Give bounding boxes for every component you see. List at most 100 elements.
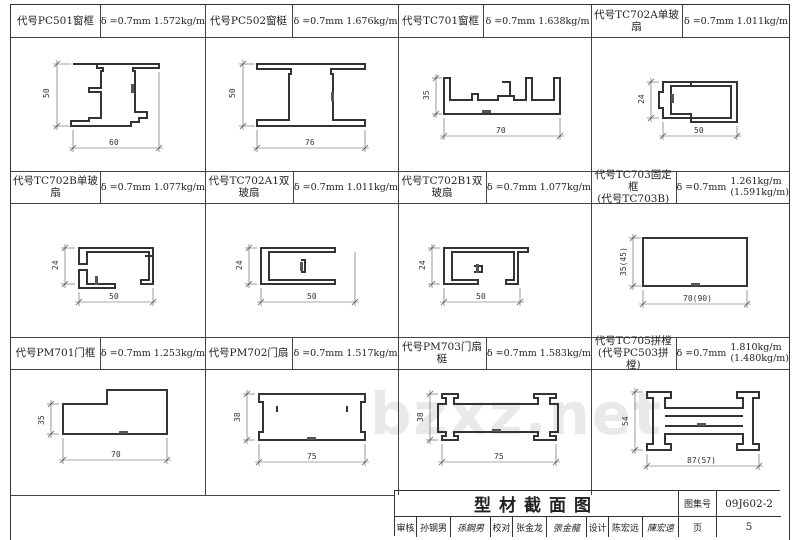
profile-spec: δ =0.7mm 1.011kg/m — [683, 15, 789, 27]
dim-width: 60 — [109, 138, 119, 147]
profile-spec: δ =0.7mm 1.253kg/m — [100, 347, 205, 359]
profile-code: 代号TC705拼樘 (代号PC503拼樘) — [591, 335, 677, 371]
dim-width: 50 — [109, 292, 119, 301]
profile-spec: δ =0.7mm 1.011kg/m — [293, 181, 398, 193]
review-label: 审核 — [395, 517, 417, 537]
grid-line — [11, 337, 789, 338]
profile-cell-tc703: 代号TC703固定框 (代号TC703B) δ =0.7mm 1.261kg/m… — [591, 169, 789, 337]
profile-spec-weight: 1.261kg/m — [730, 176, 782, 187]
profile-spec-weight-alt: (1.591kg/m) — [730, 187, 789, 198]
profile-code: 代号TC702A单玻扇 — [591, 5, 683, 37]
profile-code: 代号PC501窗框 — [11, 5, 101, 37]
profile-code: 代号PC502窗梃 — [205, 5, 293, 37]
dim-width: 50 — [694, 126, 704, 135]
profile-spec: δ =0.7mm 1.638kg/m — [485, 15, 590, 27]
dim-height: 35 — [37, 415, 46, 425]
review-signature: 孫鋼男 — [451, 517, 491, 537]
drawing-sheet: 代号PC501窗框 δ =0.7mm 1.572kg/m 50 60 代号PC5… — [10, 4, 790, 540]
design-label: 设计 — [587, 517, 609, 537]
dim-width: 75 — [307, 452, 317, 461]
profile-drawing: 24 50 — [418, 244, 529, 306]
profile-code-main: 代号TC703固定框 — [594, 169, 672, 193]
dim-height: 50 — [228, 88, 237, 98]
profile-cell-tc702b: 代号TC702B单玻扇 δ =0.7mm 1.077kg/m 24 50 — [11, 171, 205, 337]
cell-header: 代号PM701门框 δ =0.7mm 1.253kg/m — [11, 337, 205, 370]
check-signature: 張金龍 — [547, 517, 587, 537]
profile-code-alt: (代号PC503拼樘) — [597, 347, 669, 371]
profile-cell-pc502: 代号PC502窗梃 δ =0.7mm 1.676kg/m 50 76 — [205, 5, 398, 171]
profile-cell-pm703: 代号PM703门扇梃 δ =0.7mm 1.583kg/m 38 75 — [398, 337, 591, 495]
profile-drawing: 35 70 — [422, 74, 564, 140]
profile-code: 代号TC703固定框 (代号TC703B) — [591, 169, 677, 205]
profile-spec-thickness: δ =0.7mm — [676, 181, 727, 193]
profile-code: 代号PM703门扇梃 — [398, 337, 487, 369]
profile-drawing: 35 70 — [37, 389, 171, 464]
profile-cell-tc702a1: 代号TC702A1双玻扇 δ =0.7mm 1.011kg/m 24 50 — [205, 171, 398, 337]
profile-spec: δ =0.7mm 1.572kg/m — [100, 15, 205, 27]
dim-height: 50 — [42, 88, 51, 98]
dim-height: 35 — [422, 90, 431, 100]
cell-header: 代号PC502窗梃 δ =0.7mm 1.676kg/m — [205, 5, 398, 38]
drawing-title: 型材截面图 — [395, 491, 679, 517]
check-label: 校对 — [491, 517, 513, 537]
profile-code: 代号TC702B1双玻扇 — [398, 171, 487, 203]
cell-header: 代号TC702B单玻扇 δ =0.7mm 1.077kg/m — [11, 171, 205, 204]
dim-height: 24 — [235, 260, 244, 270]
profile-spec: δ =0.7mm 1.676kg/m — [293, 15, 398, 27]
profile-spec-thickness: δ =0.7mm — [676, 347, 727, 359]
profile-drawing: 54 87(57) — [621, 388, 763, 470]
grid-line — [591, 5, 592, 495]
grid-line — [205, 5, 206, 495]
profile-code: 代号TC702A1双玻扇 — [205, 171, 294, 203]
profile-spec: δ =0.7mm 1.583kg/m — [486, 347, 591, 359]
design-signature: 陳宏遠 — [643, 517, 679, 537]
dim-height: 38 — [416, 412, 425, 422]
profile-cell-tc702b1: 代号TC702B1双玻扇 δ =0.7mm 1.077kg/m 24 50 — [398, 171, 591, 337]
dim-width: 50 — [476, 292, 486, 301]
atlas-number: 09J602-2 — [717, 491, 781, 517]
dim-height: 35(45) — [619, 247, 628, 276]
page-number: 5 — [745, 521, 753, 533]
profile-code: 代号PM702门扇 — [205, 337, 293, 369]
profile-cell-pm702: 代号PM702门扇 δ =0.7mm 1.517kg/m 38 75 — [205, 337, 398, 495]
dim-width: 70(90) — [683, 294, 712, 303]
profile-code: 代号TC701窗框 — [398, 5, 484, 37]
dim-height: 54 — [621, 416, 630, 426]
page-label: 页 — [679, 517, 717, 537]
cell-header: 代号PC501窗框 δ =0.7mm 1.572kg/m — [11, 5, 205, 38]
profile-cell-tc705: 代号TC705拼樘 (代号PC503拼樘) δ =0.7mm 1.810kg/m… — [591, 335, 789, 495]
dim-width: 50 — [307, 292, 317, 301]
profile-spec: δ =0.7mm 1.077kg/m — [100, 181, 205, 193]
dim-height: 38 — [233, 412, 242, 422]
profile-drawing: 50 60 — [42, 60, 163, 152]
profile-cell-tc702a: 代号TC702A单玻扇 δ =0.7mm 1.011kg/m 24 50 — [591, 5, 789, 171]
profile-drawing: 24 50 — [235, 244, 359, 306]
profile-code: 代号PM701门框 — [11, 337, 101, 369]
atlas-label: 图集号 — [679, 491, 717, 517]
profile-cell-pc501: 代号PC501窗框 δ =0.7mm 1.572kg/m 50 60 — [11, 5, 205, 171]
watermark: bzxz.net — [370, 380, 663, 448]
dim-width: 70 — [496, 126, 506, 135]
profile-cell-tc701: 代号TC701窗框 δ =0.7mm 1.638kg/m 35 70 — [398, 5, 591, 171]
dim-width: 87(57) — [687, 456, 716, 465]
profile-code-alt: (代号TC703B) — [597, 193, 670, 205]
profile-code: 代号TC702B单玻扇 — [11, 171, 101, 203]
profile-spec: δ =0.7mm 1.810kg/m (1.480kg/m) — [677, 337, 789, 369]
title-block: 型材截面图 图集号 09J602-2 审核 孙钢男 孫鋼男 校对 张金龙 張金龍… — [394, 490, 781, 537]
profile-cell-pm701: 代号PM701门框 δ =0.7mm 1.253kg/m 35 70 — [11, 337, 205, 495]
profile-drawing: 35(45) 70(90) — [619, 234, 751, 308]
profile-drawing: 24 50 — [637, 78, 741, 140]
grid-line — [11, 171, 789, 172]
profile-spec: δ =0.7mm 1.261kg/m (1.591kg/m) — [677, 171, 789, 203]
profile-drawing: 50 76 — [228, 60, 369, 152]
dim-width: 75 — [494, 452, 504, 461]
profile-spec-weight-alt: (1.480kg/m) — [730, 353, 789, 364]
dim-height: 24 — [51, 260, 60, 270]
grid-line — [11, 495, 395, 496]
profile-drawing: 38 75 — [416, 390, 560, 466]
grid-line — [398, 5, 399, 495]
profile-spec: δ =0.7mm 1.077kg/m — [486, 181, 591, 193]
review-name: 孙钢男 — [417, 517, 451, 537]
dim-height: 24 — [637, 94, 646, 104]
profile-drawing: 38 75 — [233, 390, 369, 466]
